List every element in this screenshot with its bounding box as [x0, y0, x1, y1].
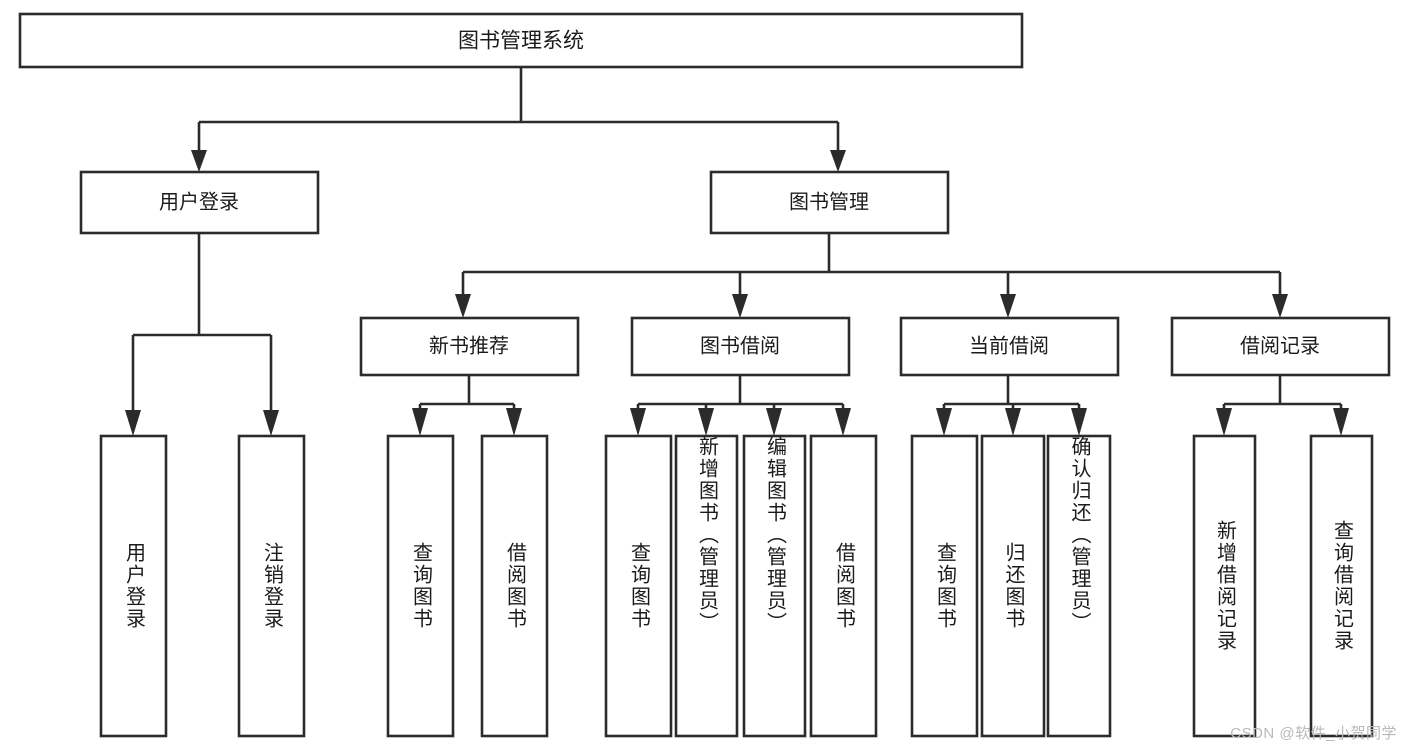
- node-book-borrow-label: 图书借阅: [700, 334, 780, 357]
- arrow-to-leaf-borrow-book-1: [506, 408, 522, 436]
- node-current-borrow[interactable]: 当前借阅: [899, 316, 1120, 377]
- node-root-label: 图书管理系统: [458, 30, 584, 53]
- node-book-manage[interactable]: 图书管理: [709, 170, 950, 235]
- leaf-box-return-book: [980, 434, 1046, 738]
- node-root[interactable]: 图书管理系统: [18, 12, 1024, 69]
- arrow-to-leaf-logout-login: [263, 410, 279, 436]
- connector-bookmanage-to-level3: [455, 233, 1288, 318]
- leaf-box-confirm-return: [1046, 434, 1112, 738]
- connector-userlogin-to-leaves: [125, 233, 279, 436]
- leaf-box-query-book-1: [386, 434, 455, 738]
- leaf-box-edit-book-admin: [742, 434, 807, 738]
- arrow-to-book-borrow: [732, 294, 748, 318]
- connector-newbookrec-to-leaves: [412, 375, 522, 436]
- node-current-borrow-label: 当前借阅: [969, 334, 1049, 357]
- arrow-to-current-borrow: [1000, 294, 1016, 318]
- arrow-to-leaf-query-book-3: [936, 408, 952, 436]
- connector-bookborrow-to-leaves: [630, 375, 851, 436]
- arrow-to-book-manage: [830, 150, 846, 172]
- node-new-book-rec-label: 新书推荐: [429, 334, 509, 357]
- connector-currentborrow-to-leaves: [936, 375, 1087, 436]
- node-book-manage-label: 图书管理: [789, 190, 869, 213]
- watermark: CSDN @软件_小贺同学: [1230, 725, 1397, 742]
- arrow-to-borrow-record: [1272, 294, 1288, 318]
- node-new-book-rec[interactable]: 新书推荐: [359, 316, 580, 377]
- arrow-to-leaf-user-login: [125, 410, 141, 436]
- node-borrow-record[interactable]: 借阅记录: [1170, 316, 1391, 377]
- leaf-boxes: [99, 434, 1374, 738]
- leaf-box-query-book-3: [910, 434, 979, 738]
- arrow-to-leaf-add-borrow-record: [1216, 408, 1232, 436]
- arrow-to-leaf-query-book-2: [630, 408, 646, 436]
- leaf-box-borrow-book-1: [480, 434, 549, 738]
- arrow-to-leaf-query-book-1: [412, 408, 428, 436]
- arrow-to-new-book-rec: [455, 294, 471, 318]
- arrow-to-leaf-confirm-return: [1071, 408, 1087, 436]
- leaf-box-query-borrow-record: [1309, 434, 1374, 738]
- connector-borrowrecord-to-leaves: [1216, 375, 1349, 436]
- leaf-box-add-borrow-record: [1192, 434, 1257, 738]
- arrow-to-leaf-add-book-admin: [698, 408, 714, 436]
- leaf-box-user-login: [99, 434, 168, 738]
- node-book-borrow[interactable]: 图书借阅: [630, 316, 851, 377]
- node-borrow-record-label: 借阅记录: [1240, 334, 1320, 357]
- leaf-box-borrow-book-2: [809, 434, 878, 738]
- arrow-to-leaf-return-book: [1005, 408, 1021, 436]
- node-user-login[interactable]: 用户登录: [79, 170, 320, 235]
- leaf-box-logout-login: [237, 434, 306, 738]
- connector-root-to-level2: [191, 67, 846, 172]
- arrow-to-leaf-edit-book-admin: [766, 408, 782, 436]
- leaf-box-add-book-admin: [674, 434, 739, 738]
- node-user-login-label: 用户登录: [159, 190, 239, 213]
- arrow-to-leaf-borrow-book-2: [835, 408, 851, 436]
- leaf-box-query-book-2: [604, 434, 673, 738]
- arrow-to-user-login: [191, 150, 207, 172]
- arrow-to-leaf-query-borrow-record: [1333, 408, 1349, 436]
